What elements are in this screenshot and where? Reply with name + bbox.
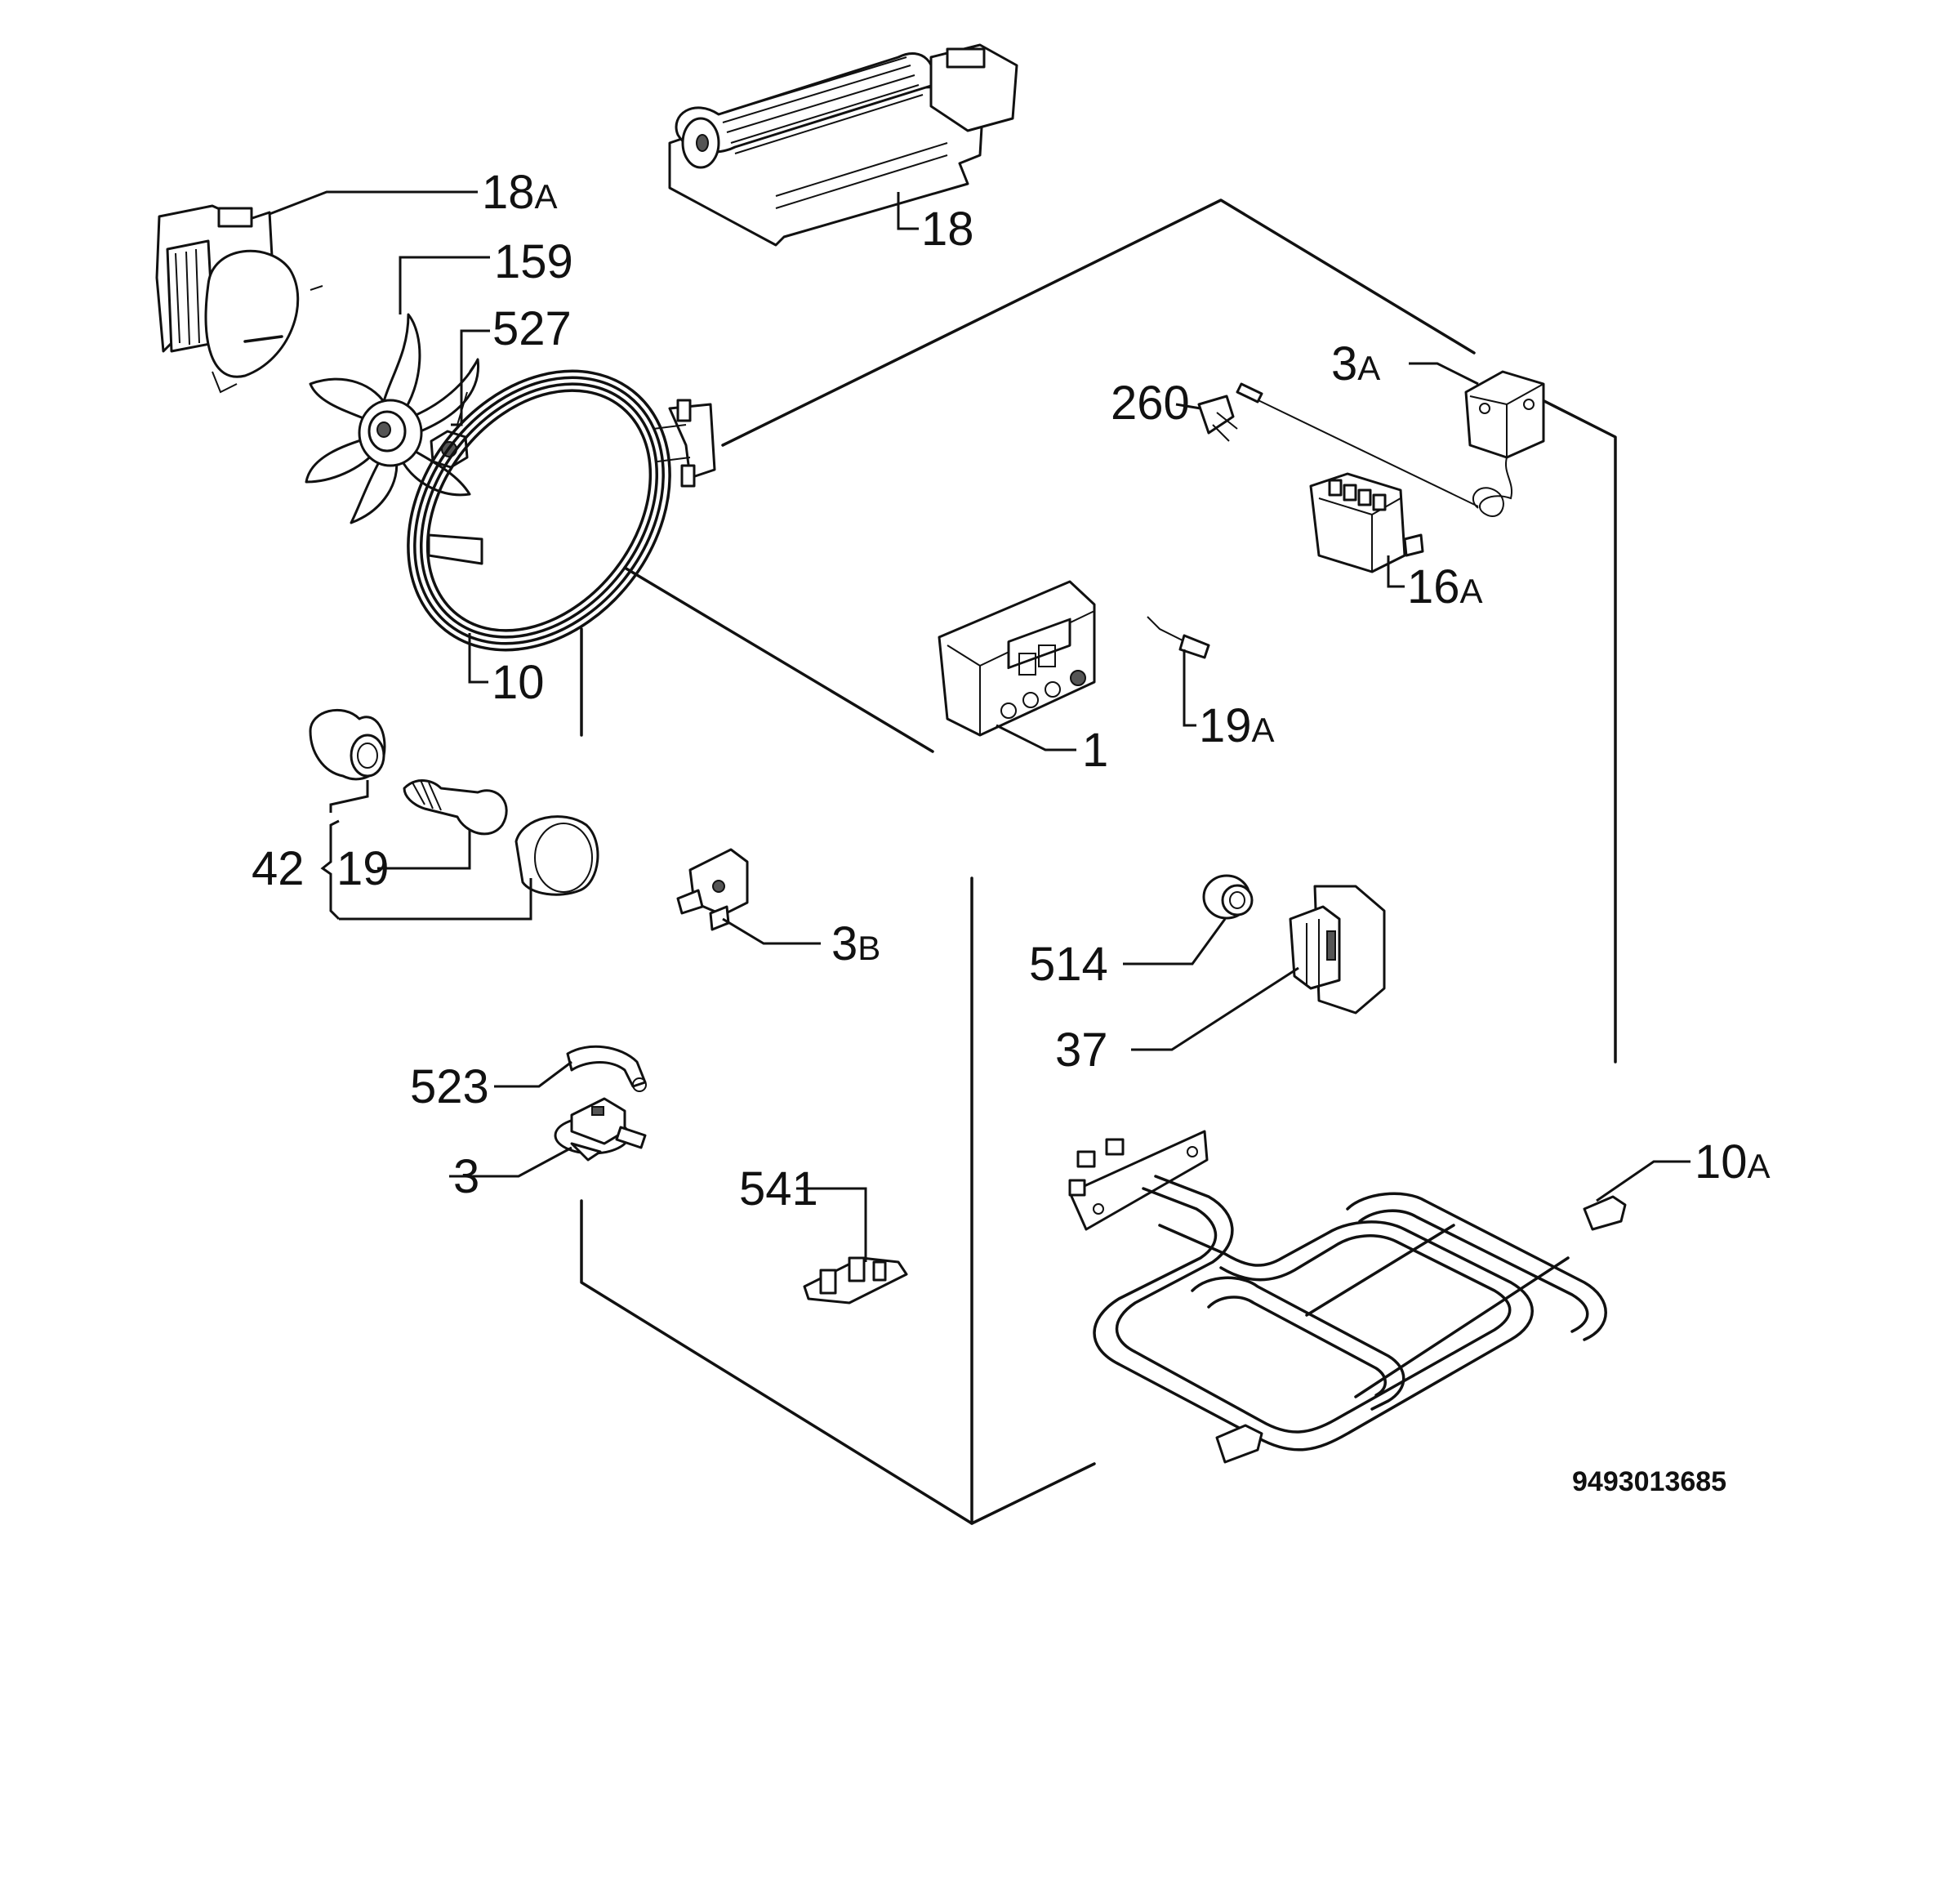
connector-part <box>803 1256 908 1305</box>
label-523: 523 <box>410 1060 489 1113</box>
drawing-code: 9493013685 <box>1572 1466 1726 1497</box>
selector-switch-part <box>1309 472 1424 573</box>
label-527: 527 <box>492 302 572 355</box>
label-541: 541 <box>739 1162 818 1215</box>
label-10: 10 <box>492 656 545 709</box>
fan-blade-part <box>305 313 480 524</box>
label-19a: 19A <box>1199 699 1275 752</box>
door-switch-part <box>1289 885 1386 1015</box>
timer-module-part <box>938 580 1096 737</box>
callout-labels: 18A 18 159 527 3A 260 16A 10 1 19A 42 19… <box>252 166 1771 1497</box>
thermal-cutout-part <box>676 848 749 931</box>
bushing-part <box>1202 874 1254 920</box>
label-37: 37 <box>1055 1024 1108 1077</box>
label-10a: 10A <box>1695 1135 1771 1189</box>
clamp-part <box>566 1045 647 1092</box>
label-514: 514 <box>1029 938 1108 991</box>
label-19: 19 <box>336 842 390 895</box>
oven-cabinet-outline <box>580 198 1617 1525</box>
label-18a: 18A <box>482 166 558 219</box>
label-42: 42 <box>252 842 305 895</box>
lamp-assembly-part <box>309 708 599 896</box>
label-260: 260 <box>1111 377 1190 430</box>
label-3b: 3B <box>831 917 880 970</box>
thermostat-part <box>1236 370 1545 517</box>
label-3a: 3A <box>1331 337 1380 390</box>
safety-thermostat-part <box>554 1097 647 1162</box>
sensor-part <box>1147 616 1210 659</box>
label-16a: 16A <box>1407 560 1483 613</box>
label-1: 1 <box>1082 724 1108 777</box>
tangential-fan-part <box>668 43 1018 247</box>
grill-element-part <box>1068 1130 1627 1464</box>
label-3: 3 <box>453 1150 479 1203</box>
clip-part <box>1197 395 1238 442</box>
fan-motor-part <box>155 204 323 394</box>
leader-lines <box>269 190 1690 1262</box>
label-18: 18 <box>921 203 974 256</box>
ring-heater-part <box>407 369 716 652</box>
label-159: 159 <box>494 235 573 288</box>
